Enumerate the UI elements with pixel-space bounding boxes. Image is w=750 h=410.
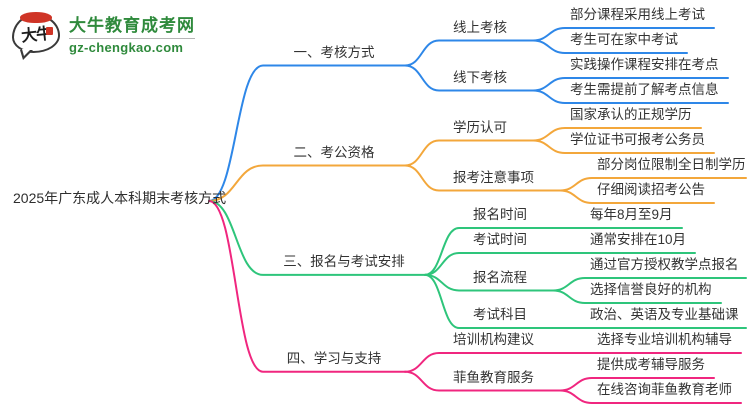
- connector-line: [532, 139, 715, 154]
- connector-line: [404, 39, 534, 67]
- leaf-topic-label: 政治、英语及专业基础课: [590, 307, 739, 322]
- leaf-topic-label: 在线咨询菲鱼教育老师: [597, 382, 732, 397]
- leaf-topic-label: 国家承认的正规学历: [570, 107, 692, 122]
- branch-topic-label: 二、考公资格: [293, 144, 375, 160]
- subtopic-label: 报名时间: [473, 207, 527, 222]
- leaf-topic-label: 考生需提前了解考点信息: [570, 82, 719, 97]
- leaf-topic-label: 部分岗位限制全日制学历: [597, 157, 746, 172]
- leaf-topic-label: 实践操作课程安排在考点: [570, 57, 719, 72]
- subtopic-label: 报考注意事项: [453, 169, 534, 185]
- leaf-topic-label: 部分课程采用线上考试: [570, 7, 705, 22]
- subtopic-label: 线下考核: [453, 69, 507, 85]
- connector-line: [208, 200, 426, 276]
- leaf-topic-label: 学位证书可报考公务员: [570, 132, 705, 147]
- leaf-topic-label: 仔细阅读招考公告: [597, 182, 705, 197]
- logo-text-block: 大牛教育成考网 gz-chengkao.com: [69, 11, 195, 55]
- branch-topic-label: 三、报名与考试安排: [283, 253, 405, 269]
- leaf-topic-label: 通常安排在10月: [590, 232, 687, 247]
- connector-line: [404, 164, 561, 192]
- connector-line: [404, 352, 561, 373]
- connector-line: [559, 189, 715, 204]
- subtopic-label: 学历认可: [453, 119, 507, 135]
- subtopic-label: 考试时间: [473, 232, 527, 247]
- connector-line: [208, 200, 406, 373]
- connector-line: [404, 139, 534, 167]
- connector-line: [532, 39, 688, 54]
- logo-divider: [69, 38, 195, 39]
- leaf-topic-label: 通过官方授权教学点报名: [590, 257, 739, 272]
- logo-domain: gz-chengkao.com: [69, 40, 184, 55]
- connector-line: [424, 273, 554, 329]
- connector-line: [559, 389, 742, 404]
- leaf-topic-label: 提供成考辅导服务: [597, 357, 705, 372]
- logo-red-seal-icon: [46, 26, 53, 35]
- subtopic-label: 考试科目: [473, 307, 527, 322]
- connector-line: [404, 64, 534, 92]
- logo-bubble-tail: [20, 48, 33, 60]
- connector-line: [208, 164, 406, 202]
- connector-line: [532, 89, 729, 104]
- leaf-topic-label: 考生可在家中考试: [570, 32, 678, 47]
- connector-line: [424, 252, 554, 276]
- subtopic-label: 菲鱼教育服务: [453, 369, 534, 385]
- leaf-topic-label: 每年8月至9月: [590, 207, 673, 222]
- leaf-topic-label: 选择专业培训机构辅导: [597, 332, 732, 347]
- branch-topic-label: 一、考核方式: [293, 44, 375, 60]
- root-topic-label: 2025年广东成人本科期末考核方式: [13, 190, 227, 206]
- leaf-topic-label: 选择信誉良好的机构: [590, 282, 712, 297]
- subtopic-label: 报名流程: [473, 269, 527, 285]
- branch-topic-label: 四、学习与支持: [286, 350, 382, 366]
- connector-line: [208, 64, 406, 202]
- logo-brand-name: 大牛教育成考网: [69, 16, 195, 35]
- logo-red-hat-icon: [20, 11, 52, 23]
- connector-line: [552, 289, 722, 304]
- site-logo: 大牛 大牛教育成考网 gz-chengkao.com: [12, 11, 195, 60]
- subtopic-label: 线上考核: [453, 19, 507, 35]
- logo-bubble-icon: 大牛: [12, 11, 60, 60]
- connector-line: [404, 370, 561, 392]
- subtopic-label: 培训机构建议: [453, 332, 534, 347]
